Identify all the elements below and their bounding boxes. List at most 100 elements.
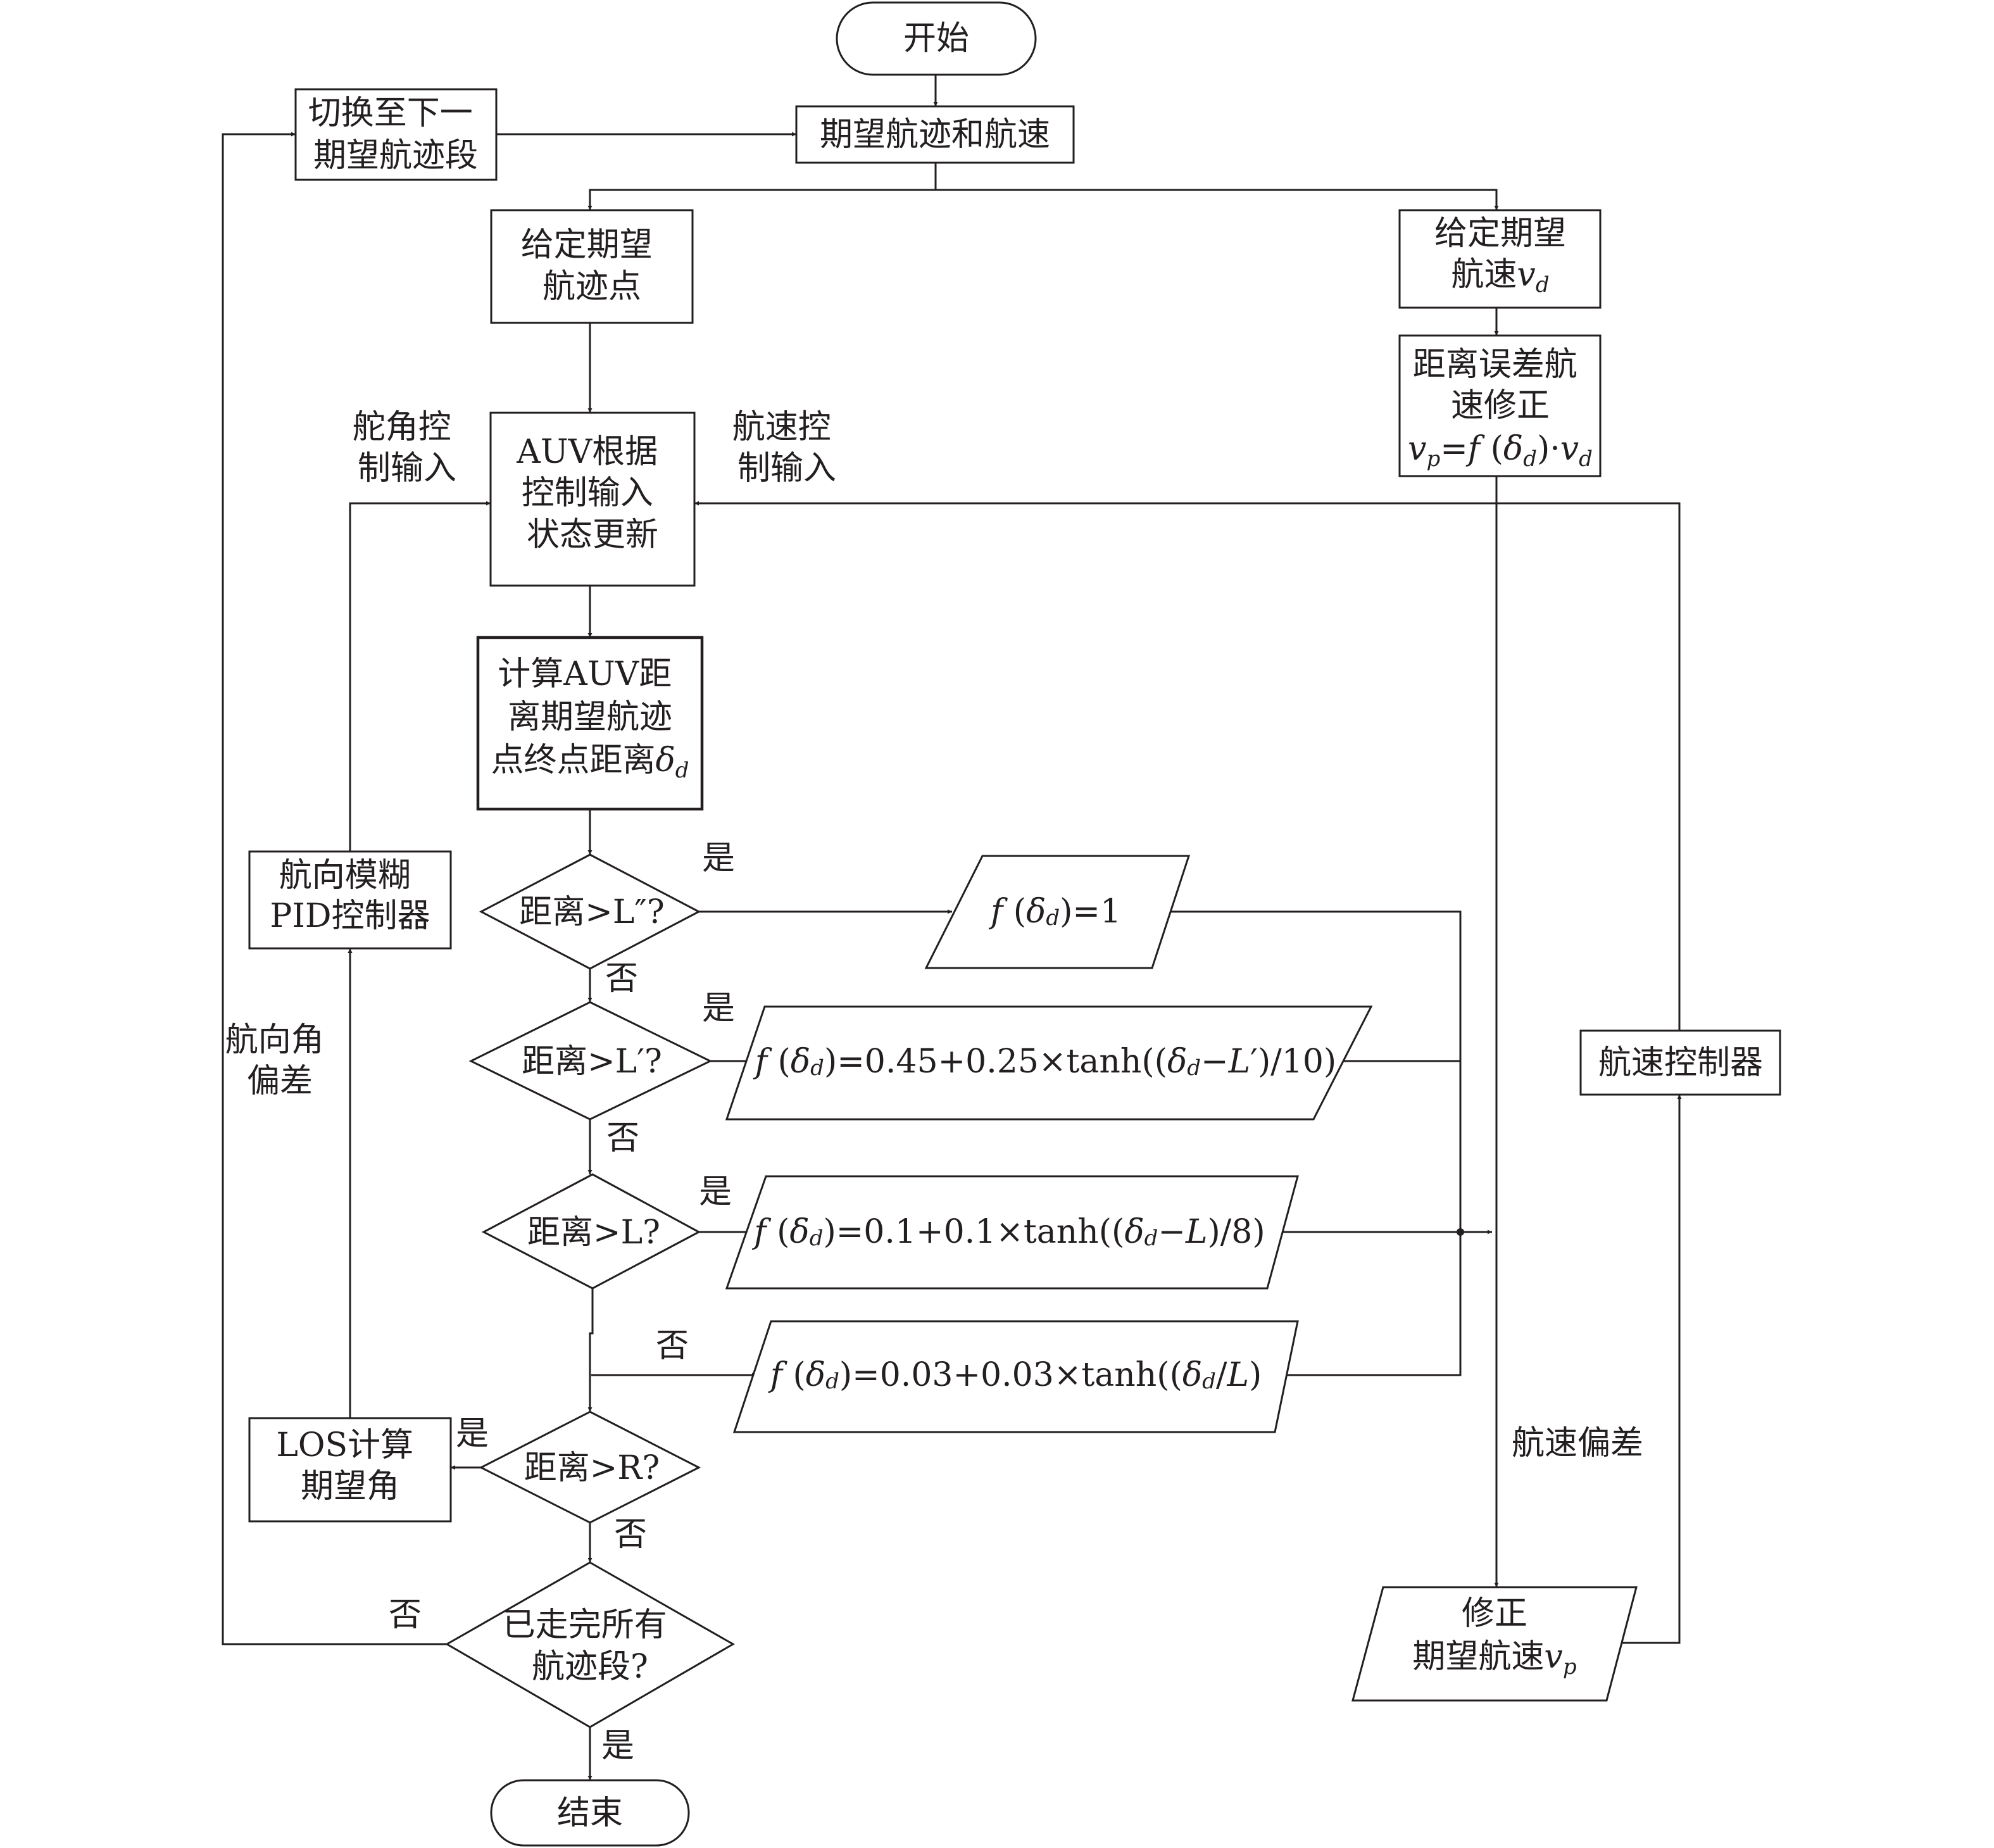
heading-fuzzy-pid-box: 航向模糊 PID控制器	[248, 850, 452, 950]
svg-text:航向模糊 PID控制器: 航向模糊 PID控制器	[270, 857, 430, 935]
decision-distance-L-double-prime: 距离>L″?	[479, 853, 701, 970]
speed-controller-box: 航速控制器	[1579, 1029, 1781, 1096]
decision-distance-L: 距离>L?	[481, 1173, 701, 1290]
svg-text:期望航速vp: 期望航速vp	[1412, 1638, 1576, 1680]
give-track-point-box: 给定期望 航迹点	[490, 209, 694, 324]
arrow-track-to-speed	[936, 189, 1499, 210]
connectors	[222, 75, 1682, 1780]
corrected-speed-line1: 修正	[1462, 1595, 1527, 1633]
pid-line2: PID控制器	[270, 897, 430, 935]
compute-distance-sub: d	[675, 758, 689, 783]
arrow-d3-to-d4	[587, 1288, 594, 1412]
speed-input-line2: 制输入	[737, 449, 836, 487]
give-track-point-line1: 给定期望	[521, 226, 653, 264]
give-speed-line1: 给定期望	[1434, 215, 1566, 253]
desired-track-speed-text: 期望航迹和航速	[820, 116, 1050, 154]
distance-error-line2: 速修正	[1451, 387, 1550, 425]
svg-text:LOS计算 期望角: LOS计算 期望角	[276, 1426, 423, 1505]
yes-label-d4: 是	[456, 1415, 489, 1453]
svg-text:给定期望: 给定期望	[1434, 215, 1566, 253]
formula-4-text: f (δd)=0.03+0.03×tanh((δd/L)	[768, 1356, 1262, 1394]
svg-text:切换至下一 期望航迹段: 切换至下一 期望航迹段	[308, 94, 484, 175]
end-text: 结束	[557, 1794, 623, 1832]
decision-1-text: 距离>L″?	[519, 893, 664, 931]
pid-line1: 航向模糊	[279, 857, 411, 895]
corrected-speed-box: 修正 期望航速vp	[1351, 1586, 1638, 1702]
svg-text:给定期望 航迹点: 给定期望 航迹点	[521, 226, 663, 306]
arrow-corrected-to-controller	[1607, 1095, 1682, 1644]
decision-distance-L-prime: 距离>L′?	[468, 1001, 713, 1121]
switch-segment-line2: 期望航迹段	[313, 137, 478, 175]
svg-text:点终点距离δd: 点终点距离δd	[491, 741, 689, 783]
rudder-input-line1: 舵角控	[353, 408, 451, 446]
no-label-d4: 否	[614, 1516, 647, 1554]
svg-text:航速vd: 航速vd	[1451, 256, 1549, 298]
los-line2: 期望角	[301, 1468, 399, 1505]
no-label-d3: 否	[656, 1327, 689, 1365]
speed-controller-text: 航速控制器	[1598, 1044, 1763, 1082]
svg-text:AUV根据 控制输入 状态更新: AUV根据 控制输入 状态更新	[516, 433, 668, 554]
formula-3-text: f (δd)=0.1+0.1×tanh((δd−L)/8)	[751, 1213, 1265, 1251]
distance-error-speed-box: 距离误差航 速修正 vp=f (δd)·vd	[1398, 334, 1602, 477]
svg-text:航速控 制输入: 航速控 制输入	[732, 408, 842, 487]
formula-4-box: f (δd)=0.03+0.03×tanh((δd/L)	[732, 1320, 1299, 1433]
svg-text:舵角控 制输入: 舵角控 制输入	[353, 408, 462, 487]
arrow-pid-to-auv	[349, 501, 491, 852]
give-speed-prefix: 航速	[1451, 256, 1517, 294]
give-track-point-line2: 航迹点	[542, 268, 641, 306]
no-label-d2: 否	[606, 1119, 639, 1157]
start-text: 开始	[903, 20, 969, 58]
auv-update-line1: AUV根据	[516, 433, 658, 471]
arrow-d5-to-switch	[222, 132, 447, 1645]
heading-error-line1: 航向角	[225, 1021, 324, 1059]
compute-distance-line3: 点终点距离	[491, 741, 655, 779]
corrected-speed-var: v	[1544, 1638, 1562, 1676]
give-speed-sub: d	[1536, 272, 1550, 298]
no-label-d1: 否	[605, 960, 638, 998]
switch-segment-line1: 切换至下一	[308, 94, 473, 132]
los-compute-box: LOS计算 期望角	[248, 1417, 452, 1523]
decision-4-text: 距离>R?	[524, 1449, 660, 1487]
svg-text:距离误差航 速修正: 距离误差航 速修正	[1413, 346, 1588, 425]
yes-label-d5: 是	[601, 1727, 634, 1765]
decision-all-segments-done: 已走完所有 航迹段?	[444, 1561, 736, 1728]
formula-1-box: f (δd)=1	[924, 855, 1191, 969]
auv-update-line3: 状态更新	[527, 516, 658, 554]
auv-update-line2: 控制输入	[522, 474, 653, 512]
svg-text:计算AUV距 离期望航迹: 计算AUV距 离期望航迹	[498, 655, 682, 736]
rudder-input-line2: 制输入	[358, 449, 456, 487]
no-label-d5: 否	[389, 1596, 422, 1634]
formula-2-text: f (δd)=0.45+0.25×tanh((δd−L′)/10)	[753, 1043, 1336, 1081]
formula-1-text: f (δd)=1	[988, 893, 1121, 931]
arrow-controller-to-auv	[694, 501, 1681, 1031]
yes-label-d3: 是	[699, 1173, 732, 1211]
heading-error-line2: 偏差	[247, 1062, 313, 1100]
svg-text:航向角 偏差: 航向角 偏差	[225, 1021, 335, 1100]
formula-2-box: f (δd)=0.45+0.25×tanh((δd−L′)/10)	[725, 1005, 1373, 1121]
compute-distance-line1: 计算AUV距	[498, 655, 672, 693]
svg-text:已走完所有 航迹段?: 已走完所有 航迹段?	[503, 1606, 678, 1686]
corrected-speed-sub: p	[1563, 1654, 1577, 1680]
decision-2-text: 距离>L′?	[522, 1043, 662, 1081]
speed-input-line1: 航速控	[732, 408, 831, 446]
decision-5-line2: 航迹段?	[532, 1648, 648, 1686]
formula-3-box: f (δd)=0.1+0.1×tanh((δd−L)/8)	[725, 1175, 1299, 1290]
decision-5-line1: 已走完所有	[503, 1606, 667, 1644]
decision-distance-R: 距离>R?	[479, 1411, 701, 1524]
distance-error-line1: 距离误差航	[1413, 346, 1577, 384]
distance-error-formula: vp=f (δd)·vd	[1408, 430, 1593, 472]
los-line1: LOS计算	[276, 1426, 413, 1464]
desired-track-speed-box: 期望航迹和航速	[795, 105, 1075, 164]
compute-distance-box: 计算AUV距 离期望航迹 点终点距离δd	[476, 636, 704, 811]
line-f1-to-bus	[1152, 910, 1462, 1376]
corrected-speed-line2: 期望航速	[1412, 1638, 1544, 1676]
compute-distance-line2: 离期望航迹	[508, 698, 672, 736]
auv-update-box: AUV根据 控制输入 状态更新	[489, 412, 696, 587]
give-speed-box: 给定期望 航速vd	[1398, 209, 1602, 309]
compute-distance-var: δ	[655, 741, 675, 779]
arrow-track-to-point	[587, 163, 937, 210]
junction-dot	[1457, 1228, 1464, 1236]
speed-error-label: 航速偏差	[1512, 1424, 1643, 1462]
decision-3-text: 距离>L?	[527, 1214, 660, 1252]
